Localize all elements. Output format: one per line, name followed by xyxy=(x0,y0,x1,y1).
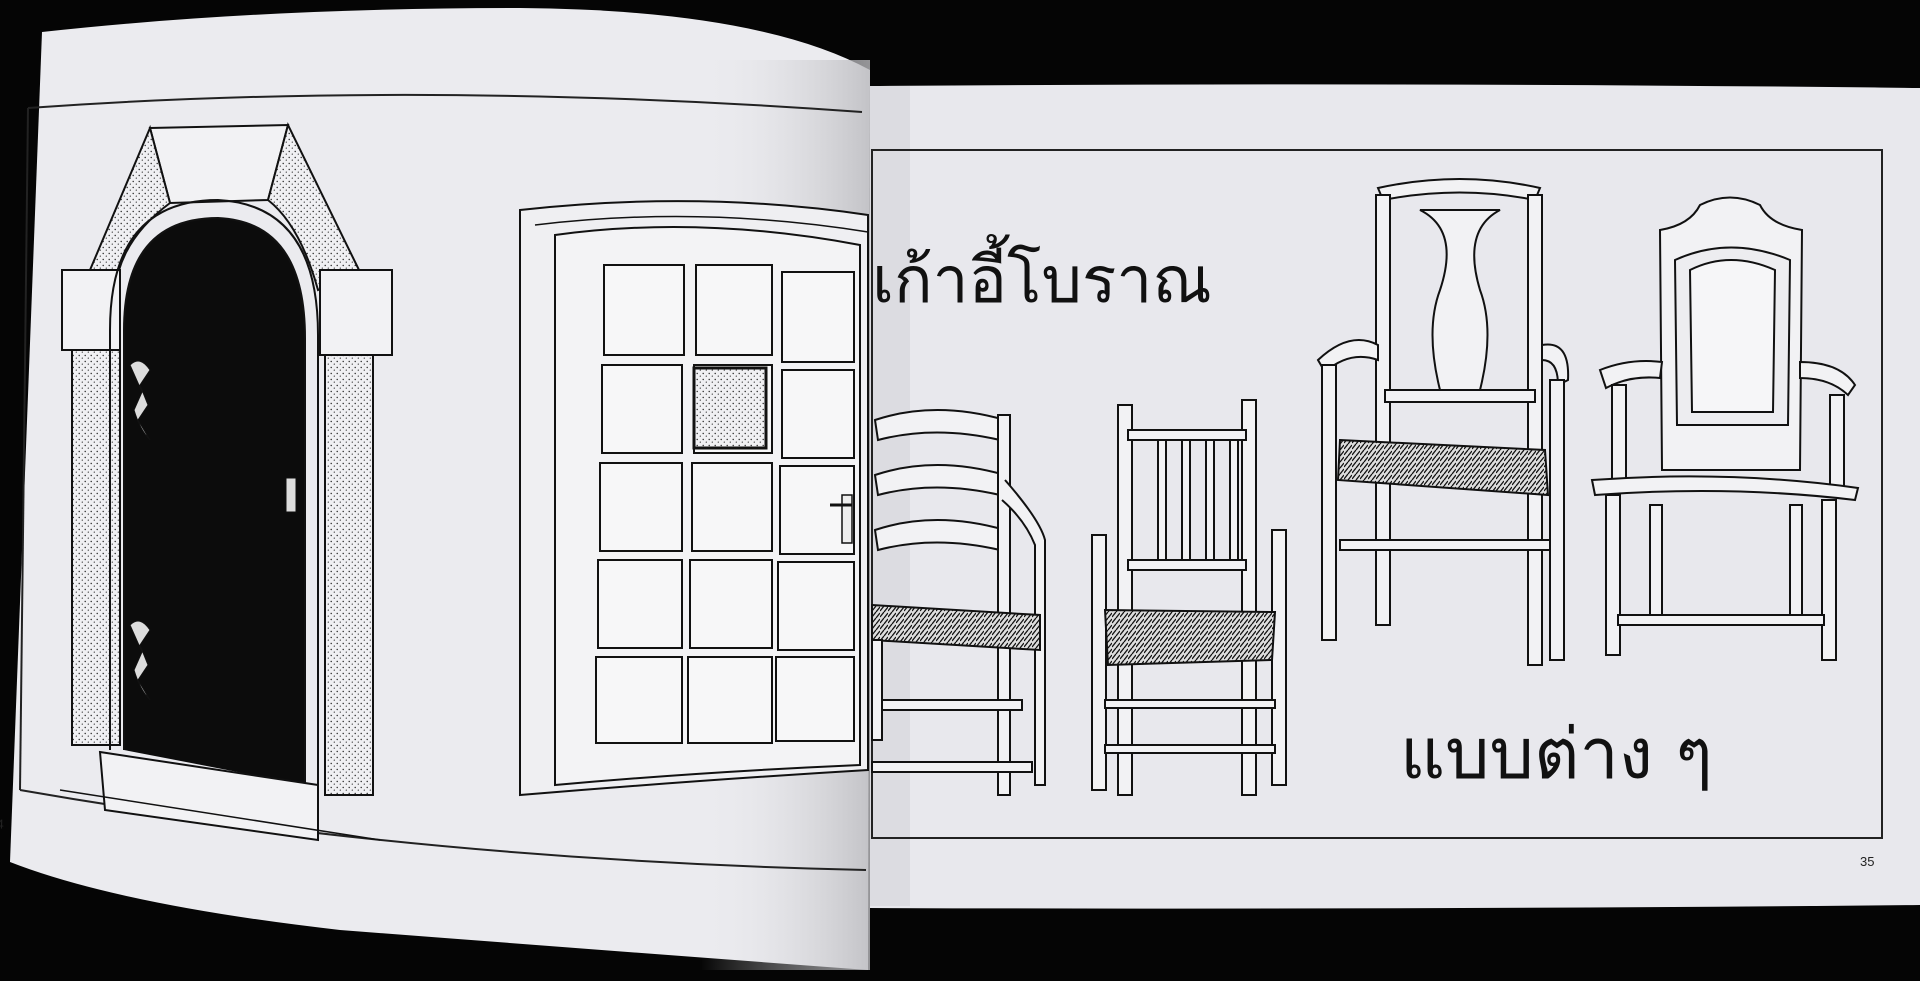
spindle-back-chair-illustration xyxy=(1091,399,1287,796)
paneled-door-illustration xyxy=(519,200,869,797)
right-page-number: 35 xyxy=(1860,854,1874,869)
ladderback-chair-illustration xyxy=(871,409,1046,796)
left-page: 34 xyxy=(0,8,870,970)
title-line-1: เก้าอี้โบราณ xyxy=(872,234,1212,318)
queen-anne-chair-illustration xyxy=(1316,178,1570,666)
panel-back-chair-illustration xyxy=(1590,196,1860,661)
right-page: เก้าอี้โบราณ แบบต่าง ๆ 35 xyxy=(870,84,1920,909)
arched-door-illustration xyxy=(59,122,393,842)
left-page-number: 34 xyxy=(0,816,4,831)
title-line-2: แบบต่าง ๆ xyxy=(1400,713,1713,795)
